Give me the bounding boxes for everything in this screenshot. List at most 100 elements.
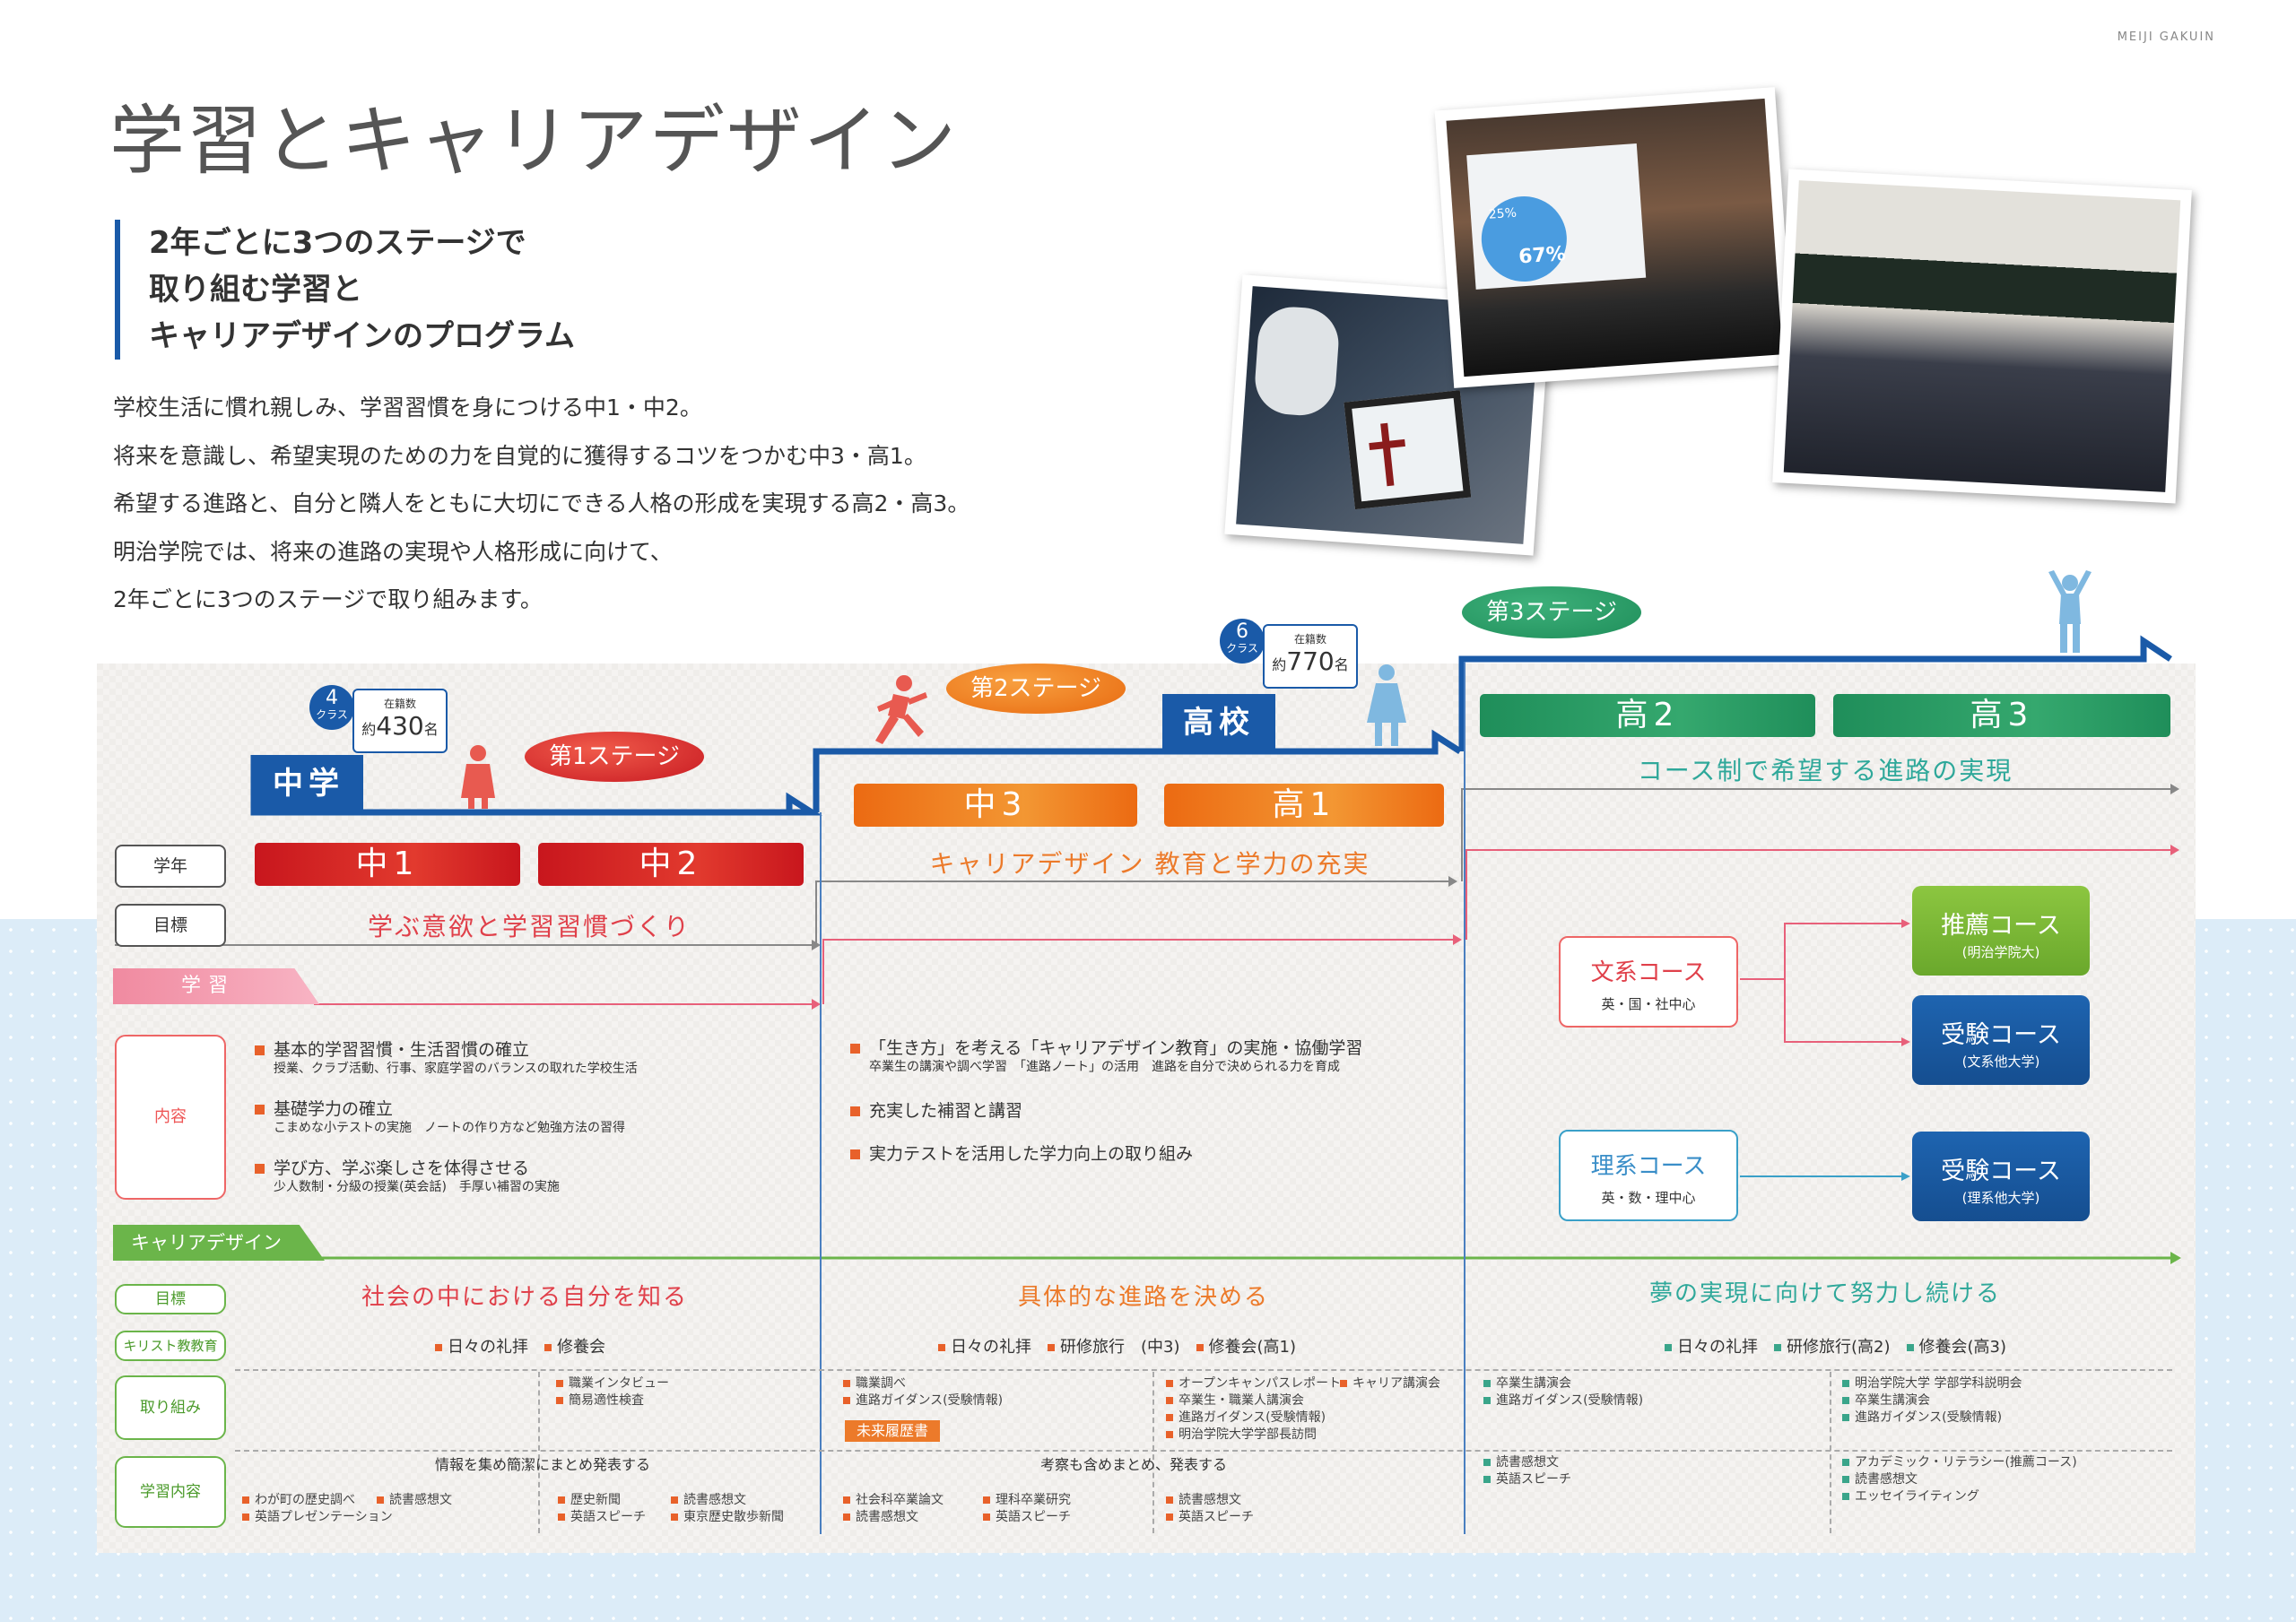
label-middle-school: 中学	[254, 755, 363, 812]
effort-item: 簡易適性検査	[569, 1393, 644, 1408]
high-class-count: 6	[1236, 620, 1248, 643]
content-sub: 授業、クラブ活動、行事、家庭学習のバランスの取れた学校生活	[274, 1062, 638, 1076]
effort-item: 進路ガイダンス(受験情報)	[856, 1393, 1004, 1408]
study-item: 英語スピーチ	[1178, 1510, 1254, 1524]
study-label-text: 学習	[181, 975, 236, 997]
grade-bar-h3: 高3	[1833, 694, 2170, 737]
col-divider	[1830, 1372, 1831, 1533]
efforts-col: 職業調べ進路ガイダンス(受験情報)	[843, 1375, 1003, 1409]
effort-item: 卒業生講演会	[1496, 1376, 1571, 1391]
stage3-bubble: 第3ステージ	[1462, 586, 1641, 638]
approx: 約	[1272, 656, 1287, 673]
content-item: 実力テストを活用した学力向上の取り組み	[850, 1141, 1193, 1165]
label-high-school: 高校	[1162, 694, 1275, 751]
study-content-heading-1: 情報を集め簡潔にまとめ発表する	[435, 1456, 651, 1473]
goal-stage2: キャリアデザイン 教育と学力の充実	[929, 849, 1370, 879]
intro-line: 2年ごとに3つのステージで取り組みます。	[113, 586, 543, 612]
study-col: 社会科卒業論文読書感想文	[843, 1492, 944, 1526]
study-item: 読書感想文	[856, 1510, 918, 1524]
grade-bar-m2: 中2	[538, 843, 804, 886]
enroll-label: 在籍数	[383, 698, 416, 710]
course-name: 理系コース	[1590, 1153, 1707, 1180]
career-goal-3: 夢の実現に向けて努力し続ける	[1648, 1280, 2001, 1307]
effort-item: 進路ガイダンス(受験情報)	[1178, 1410, 1326, 1425]
efforts-col: 明治学院大学 学部学科説明会卒業生講演会進路ガイダンス(受験情報)	[1842, 1375, 2022, 1427]
brand-label: MEIJI GAKUIN	[2117, 30, 2215, 44]
intro-text: 学校生活に慣れ親しみ、学習習慣を身につける中1・中2。 将来を意識し、希望実現の…	[113, 384, 970, 624]
intro-line: 将来を意識し、希望実現のための力を自覚的に獲得するコツをつかむ中3・高1。	[113, 442, 926, 469]
course-name: 受験コース	[1941, 1021, 2061, 1049]
content-head: 充実した補習と講習	[869, 1101, 1023, 1121]
study-item: 英語スピーチ	[570, 1510, 646, 1524]
effort-item: 進路ガイダンス(受験情報)	[1496, 1393, 1644, 1408]
christ-item: 研修旅行(高2)	[1787, 1338, 1891, 1357]
badge-future-resume: 未来履歴書	[845, 1420, 940, 1442]
christ-item: 日々の礼拝	[951, 1338, 1031, 1357]
content-head: 基礎学力の確立	[274, 1099, 394, 1119]
row-label-content: 内容	[115, 1035, 226, 1200]
study-col: わが町の歴史調べ英語プレゼンテーション	[242, 1492, 393, 1526]
figure-student-reading	[461, 745, 495, 809]
unit: 名	[423, 721, 439, 738]
course-exam-humanities: 受験コース (文系他大学)	[1912, 995, 2090, 1085]
col-divider	[538, 1372, 540, 1533]
christ-item: 研修旅行 (中3)	[1060, 1338, 1180, 1357]
course-sub: (文系他大学)	[1961, 1054, 2040, 1070]
row-divider	[235, 1450, 2172, 1452]
study-item: 英語スピーチ	[1496, 1472, 1571, 1487]
christ-item: 日々の礼拝	[1677, 1338, 1758, 1357]
intro-line: 学校生活に慣れ親しみ、学習習慣を身につける中1・中2。	[113, 395, 702, 421]
study-col: 読書感想文	[377, 1492, 452, 1509]
unit: 名	[1334, 656, 1349, 673]
study-col: 理科卒業研究英語スピーチ	[983, 1492, 1071, 1526]
course-exam-science: 受験コース (理系他大学)	[1912, 1132, 2090, 1221]
efforts-col: 卒業生講演会進路ガイダンス(受験情報)	[1483, 1375, 1643, 1409]
approx: 約	[361, 721, 377, 738]
course-science: 理系コース 英・数・理中心	[1559, 1130, 1738, 1221]
content-item: 充実した補習と講習	[850, 1097, 1022, 1122]
page-title: 学習とキャリアデザイン	[109, 97, 959, 185]
course-humanities: 文系コース 英・国・社中心	[1559, 936, 1738, 1028]
figure-student-cheering	[2048, 570, 2092, 653]
effort-item: 卒業生・職業人講演会	[1178, 1393, 1304, 1408]
effort-item: オープンキャンパスレポート	[1178, 1376, 1342, 1391]
grade-bar-h1: 高1	[1164, 784, 1444, 827]
subtitle-line: 2年ごとに3つのステージで	[149, 225, 526, 261]
study-col: 歴史新聞英語スピーチ	[558, 1492, 646, 1526]
row-label-career: キャリアデザイン	[113, 1225, 325, 1261]
course-sub: 英・数・理中心	[1601, 1190, 1696, 1206]
study-content-heading-2: 考察も含めまとめ、発表する	[1040, 1456, 1228, 1473]
study-item: 英語プレゼンテーション	[255, 1510, 393, 1524]
goal-stage1: 学ぶ意欲と学習習慣づくり	[367, 912, 691, 941]
study-col: アカデミック・リテラシー(推薦コース) 読書感想文エッセイライティング	[1842, 1454, 2077, 1505]
content-item: 基礎学力の確立	[255, 1096, 393, 1120]
content-head: 基本的学習習慣・生活習慣の確立	[274, 1040, 530, 1060]
subtitle-line: キャリアデザインのプログラム	[149, 318, 575, 354]
christ-row-3: 日々の礼拝 研修旅行(高2) 修養会(高3)	[1665, 1334, 2006, 1357]
efforts-col: 職業インタビュー簡易適性検査	[556, 1375, 669, 1409]
stage2-bubble: 第2ステージ	[946, 664, 1126, 714]
study-item: 読書感想文	[389, 1493, 452, 1507]
study-item: エッセイライティング	[1855, 1489, 1979, 1504]
row-divider	[235, 1369, 2172, 1371]
content-head: 学び方、学ぶ楽しさを体得させる	[274, 1158, 530, 1178]
study-item: 読書感想文	[1178, 1493, 1241, 1507]
course-sub: (理系他大学)	[1961, 1190, 2040, 1206]
content-sub: 卒業生の講演や調べ学習 「進路ノート」の活用 進路を自分で決められる力を育成	[869, 1060, 1340, 1074]
col-divider	[1152, 1372, 1154, 1533]
study-col: 読書感想文東京歴史散歩新聞	[671, 1492, 784, 1526]
content-sub: 少人数制・分級の授業(英会話) 手厚い補習の実施	[274, 1180, 560, 1194]
study-item: 読書感想文	[1855, 1472, 1918, 1487]
row-label-target: 目標	[115, 904, 226, 947]
effort-item: 明治学院大学学部長訪問	[1178, 1427, 1317, 1442]
study-item: 英語スピーチ	[996, 1510, 1071, 1524]
study-item: アカデミック・リテラシー(推薦コース)	[1855, 1455, 2077, 1470]
christ-item: 日々の礼拝	[448, 1338, 528, 1357]
figure-student-walking	[1367, 664, 1406, 746]
row-label-study-content: 学習内容	[115, 1456, 226, 1528]
content-head: 「生き方」を考える「キャリアデザイン教育」の実施・協働学習	[869, 1038, 1363, 1058]
efforts-col: キャリア講演会	[1340, 1375, 1440, 1392]
grade-bar-m1: 中1	[255, 843, 520, 886]
effort-item: キャリア講演会	[1352, 1376, 1440, 1391]
